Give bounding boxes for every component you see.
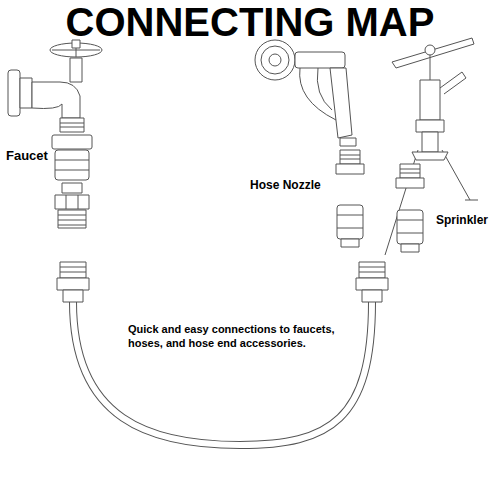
faucet-drawing bbox=[8, 40, 102, 132]
sprinkler-connector bbox=[396, 164, 424, 252]
part-label: Hose Nozzle bbox=[250, 178, 321, 192]
part-label: Faucet bbox=[6, 148, 48, 163]
nozzle-drawing bbox=[255, 40, 356, 146]
hose-fitting bbox=[57, 262, 388, 302]
faucet-connector bbox=[52, 135, 92, 228]
nozzle-connector bbox=[336, 150, 364, 247]
part-label: Sprinkler bbox=[436, 213, 488, 227]
hose-fill bbox=[73, 302, 372, 445]
diagram-title: CONNECTING MAP bbox=[66, 0, 435, 45]
hose-outline bbox=[73, 302, 372, 445]
note-text: Quick and easy connections to faucets, h… bbox=[126, 322, 356, 352]
